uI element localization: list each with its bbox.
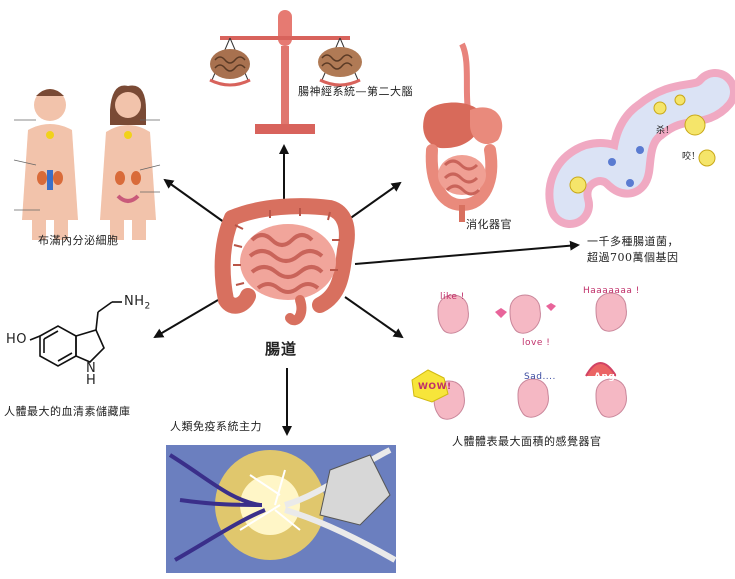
stomach-emoji-panel [411, 292, 627, 420]
intestine-image [214, 198, 355, 326]
bubble-haaa: Haaaaaaa ! [583, 286, 640, 296]
bubble-angry: Angry ! [594, 372, 635, 382]
bubble-love: love ! [522, 338, 551, 348]
label-bacteria-2: 超過700萬個基因 [587, 251, 679, 264]
label-serotonin: 人體最大的血清素儲藏庫 [4, 405, 131, 418]
molecule-nh2-sub: 2 [144, 301, 151, 312]
scale-brain-image [209, 10, 362, 134]
immune-battle-image [166, 445, 397, 573]
bacteria-bubble-2: 咬! [682, 152, 696, 162]
serotonin-molecule [29, 301, 122, 367]
endocrine-bodies-image [13, 85, 161, 240]
arrow-to-digestive [344, 181, 402, 223]
arrow-to-endocrine [163, 178, 229, 226]
arrow-to-bacteria [354, 240, 580, 265]
label-digestive: 消化器官 [466, 218, 512, 231]
label-sensory: 人體體表最大面積的感覺器官 [452, 435, 602, 448]
arrow-to-sensory [344, 296, 404, 339]
bubble-like: like ! [440, 292, 465, 302]
label-enteric-nerves: 腸神經系統—第二大腦 [298, 85, 413, 98]
molecule-nh2-text: NH [124, 294, 145, 309]
label-endocrine: 布滿內分泌細胞 [38, 234, 119, 247]
arrow-to-serotonin [153, 299, 219, 339]
arrows [153, 144, 580, 436]
digestive-organs-image [423, 42, 503, 222]
molecule-ho: HO [6, 332, 28, 347]
bubble-sad: Sad.... [524, 372, 556, 382]
molecule-h: H [86, 373, 97, 388]
molecule-nh2: NH2 [124, 295, 151, 314]
gut-bacteria-image [545, 69, 735, 228]
center-label: 腸道 [265, 340, 298, 358]
label-immune: 人類免疫系統主力 [170, 420, 262, 433]
label-bacteria-1: 一千多種腸道菌， [587, 235, 679, 248]
bubble-wow: WOW! [418, 382, 452, 392]
molecule-n: N [86, 361, 97, 376]
bacteria-bubble-1: 杀! [656, 126, 670, 136]
